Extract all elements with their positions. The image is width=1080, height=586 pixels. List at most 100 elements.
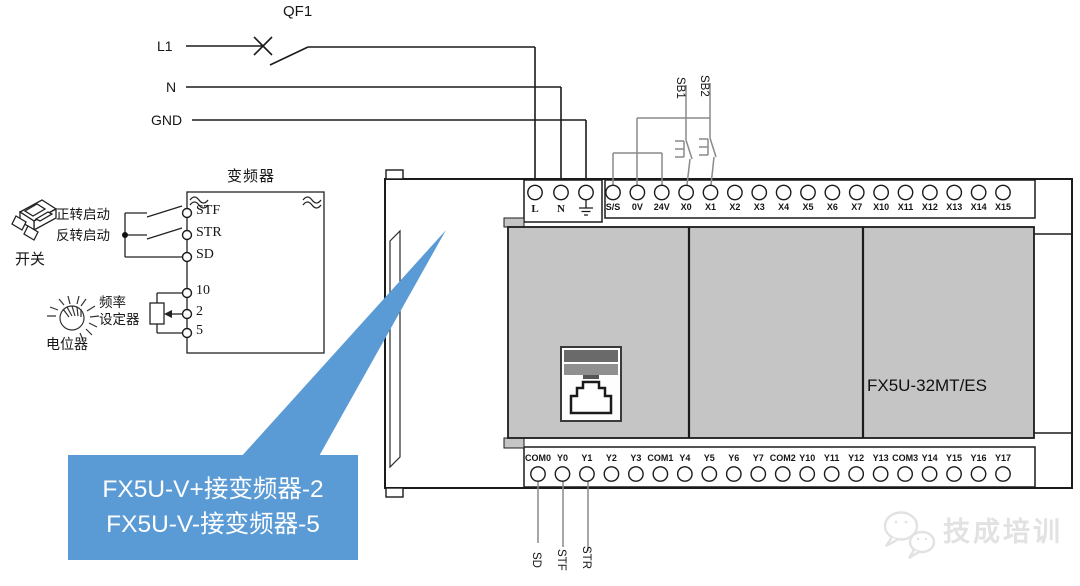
inverter-terminal-label-10: 10: [196, 283, 210, 298]
potentiometer-resistor-icon: [149, 302, 165, 325]
terminal-circle: [799, 466, 816, 482]
terminal-circle: [701, 466, 718, 482]
output-terminal-label-Y6: Y6: [728, 453, 740, 463]
input-terminal-label-SS: S/S: [605, 202, 621, 212]
power-lines: [186, 36, 587, 185]
input-terminal-label-X7: X7: [851, 202, 863, 212]
break-mark-left: [189, 196, 209, 209]
output-terminal-label-Y2: Y2: [605, 453, 617, 463]
freq-setter-label-1: 频率: [99, 295, 126, 310]
wiper-arrow-icon: [164, 310, 172, 318]
output-terminal-label-Y11: Y11: [823, 453, 840, 463]
terminal-circle: [627, 466, 644, 482]
sb2-contact-icon: [709, 83, 717, 186]
forward-contact-icon: [125, 205, 183, 218]
inverter-box: [122, 191, 325, 354]
inverter-terminal-label-2: 2: [196, 304, 203, 319]
output-wire-label-STF: STF: [555, 549, 567, 571]
output-terminal-label-Y5: Y5: [703, 453, 715, 463]
output-terminal-label-Y1: Y1: [581, 453, 593, 463]
output-terminal-label-Y17: Y17: [994, 453, 1011, 463]
breaker-contact-icon: [253, 36, 273, 56]
plc-outline: [384, 169, 1073, 498]
output-wires: [537, 481, 589, 551]
output-terminal-label-Y14: Y14: [921, 453, 938, 463]
inverter-terminal-label-STR: STR: [196, 225, 222, 240]
freq-setter-label-2: 设定器: [99, 312, 140, 327]
ground-line-label: GND: [151, 112, 183, 128]
terminal-circle: [775, 184, 792, 201]
wire-junction-dot: [122, 232, 128, 238]
output-terminal-label-Y13: Y13: [872, 453, 889, 463]
output-terminal-label-Y0: Y0: [556, 453, 568, 463]
earth-ground-icon: [579, 200, 593, 216]
forward-start-label: 正转启动: [56, 207, 110, 222]
terminal-circle: [921, 184, 938, 201]
input-terminal-label-X1: X1: [704, 202, 716, 212]
input-terminal-label-0V: 0V: [631, 202, 643, 212]
output-terminal-label-COM3: COM3: [892, 453, 919, 463]
inverter-terminal-label-STF: STF: [196, 203, 221, 218]
pushbutton-label-SB2: SB2: [698, 75, 710, 97]
input-terminal-label-X15: X15: [994, 202, 1011, 212]
output-terminal-label-COM2: COM2: [769, 453, 796, 463]
wechat-chat-bubbles-icon: [883, 511, 936, 560]
output-terminal-label-COM1: COM1: [647, 453, 674, 463]
input-terminal-label-24V: 24V: [653, 202, 670, 212]
terminal-circle: [751, 184, 768, 201]
breaker-label: QF1: [283, 3, 313, 20]
rj45-port-icon: [560, 346, 622, 422]
terminal-circle: [995, 184, 1011, 201]
terminal-circle: [726, 184, 743, 201]
terminal-circle: [652, 466, 669, 482]
right-ear-lines: [1034, 233, 1072, 434]
left-expansion-strip: [389, 229, 401, 469]
terminal-circle: [553, 184, 569, 201]
output-terminal-label-Y12: Y12: [848, 453, 865, 463]
terminal-circle: [848, 184, 865, 201]
inverter-title: 变频器: [227, 168, 276, 185]
output-terminal-label-Y10: Y10: [799, 453, 816, 463]
input-terminal-label-X14: X14: [970, 202, 987, 212]
rocker-switch-icon: [11, 199, 58, 241]
input-terminal-label-X5: X5: [802, 202, 814, 212]
terminal-circle: [725, 466, 742, 482]
output-wire-label-STR: STR: [580, 546, 592, 569]
terminal-circle: [823, 466, 840, 482]
potentiometer-knob-icon: [47, 295, 100, 341]
callout-arrow: [240, 230, 446, 458]
terminal-circle: [946, 466, 962, 482]
terminal-circle: [181, 308, 193, 320]
terminal-circle: [702, 184, 719, 201]
terminal-circle: [750, 466, 767, 482]
terminal-circle: [629, 184, 646, 201]
output-terminal-label-Y16: Y16: [970, 453, 987, 463]
terminal-circle: [554, 466, 571, 482]
terminal-circle: [774, 466, 791, 482]
terminal-circle: [921, 466, 938, 482]
switch-lever-1: [11, 215, 27, 231]
input-terminal-label-X10: X10: [873, 202, 890, 212]
sb2-actuator-icon: [699, 138, 709, 156]
terminal-circle: [872, 466, 889, 482]
switch-lever-2: [23, 225, 39, 241]
plc-body-dividers: [687, 227, 865, 438]
terminal-circle: [181, 287, 193, 299]
terminal-circle: [181, 251, 193, 263]
inverter-terminal-label-5: 5: [196, 323, 203, 338]
terminal-circle: [603, 466, 620, 482]
terminal-circle: [970, 184, 987, 201]
watermark-brand: 技成培训: [943, 517, 1063, 547]
terminal-circle: [527, 184, 543, 201]
terminal-circle: [653, 184, 670, 201]
terminal-circle: [848, 466, 865, 482]
output-terminal-label-Y15: Y15: [946, 453, 963, 463]
input-terminal-label-X11: X11: [897, 202, 914, 212]
output-terminal-label-Y3: Y3: [630, 453, 642, 463]
input-terminal-strip: [604, 179, 1036, 219]
power-terminal-label-N: N: [557, 203, 565, 215]
input-terminal-label-X13: X13: [946, 202, 963, 212]
callout-box: FX5U-V+接变频器-2 FX5U-V-接变频器-5: [68, 455, 358, 560]
